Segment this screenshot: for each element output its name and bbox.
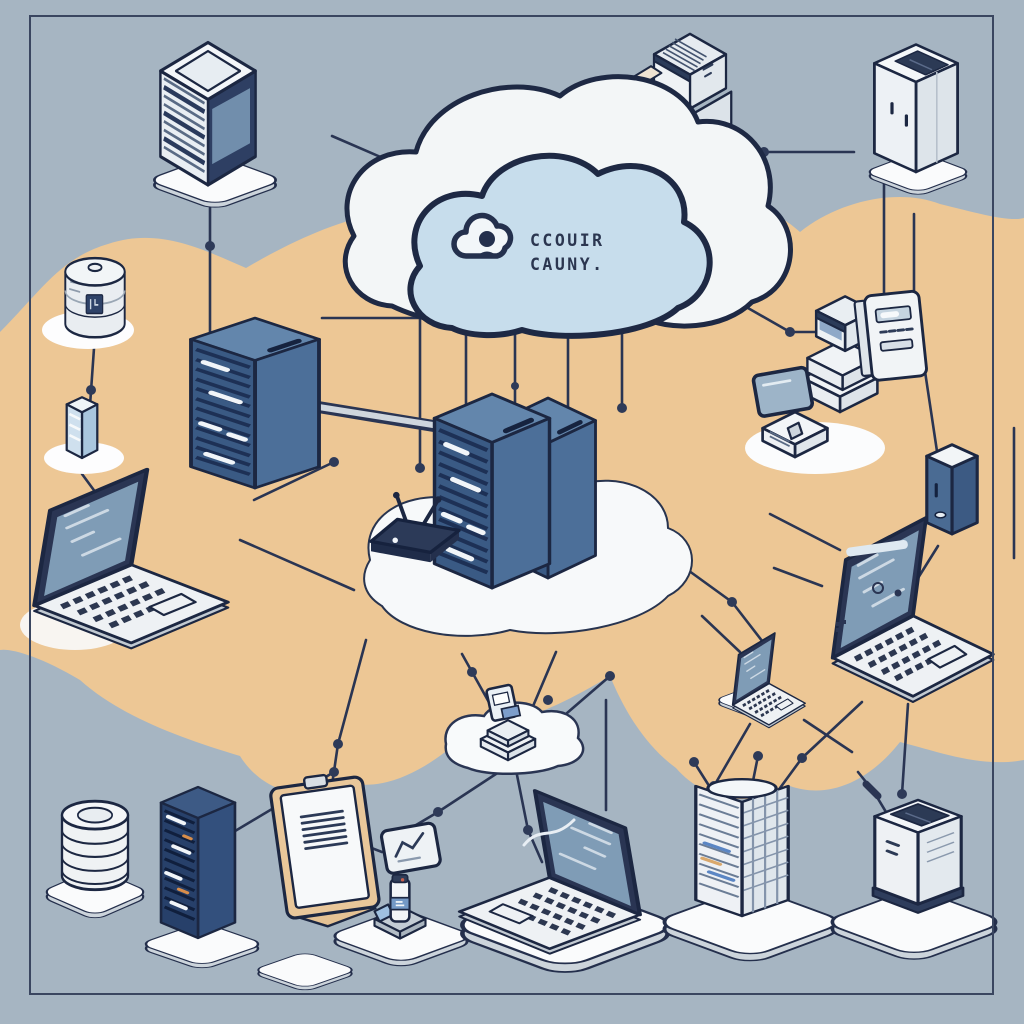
- cloud-label-line2: CAUNY.: [530, 255, 605, 274]
- server-tower-bottom-left: [161, 787, 235, 938]
- desktop-tower-bottom-right: [871, 798, 965, 915]
- server-tower-center: [435, 394, 596, 588]
- mini-tower-right: [925, 443, 979, 536]
- chart-card-bottom: [378, 820, 443, 876]
- laptop-bottom-center: [460, 791, 640, 954]
- clipboard-document-bottom: [267, 768, 384, 934]
- database-cylinder-left: [64, 256, 126, 339]
- server-tower-mid-left: [191, 318, 319, 488]
- cloud-front: [407, 152, 713, 339]
- server-rack-top-left: [160, 42, 255, 185]
- laptop-right: [833, 518, 994, 702]
- mini-tower-left: [65, 395, 99, 460]
- frame-border: [29, 15, 994, 995]
- disc-stack-bottom-left: [60, 799, 130, 892]
- server-cabinet-top-right: [872, 42, 960, 174]
- cloud-user-icon: [451, 212, 514, 259]
- cloud-label-line1: CCOUIR: [530, 231, 605, 250]
- laptop-right-screen-content: [836, 539, 908, 632]
- cloud-center: CCOUIR CAUNY.: [342, 74, 793, 339]
- wall-meter-right: [852, 289, 929, 384]
- laptop-bottom-screen-curve: [522, 818, 576, 847]
